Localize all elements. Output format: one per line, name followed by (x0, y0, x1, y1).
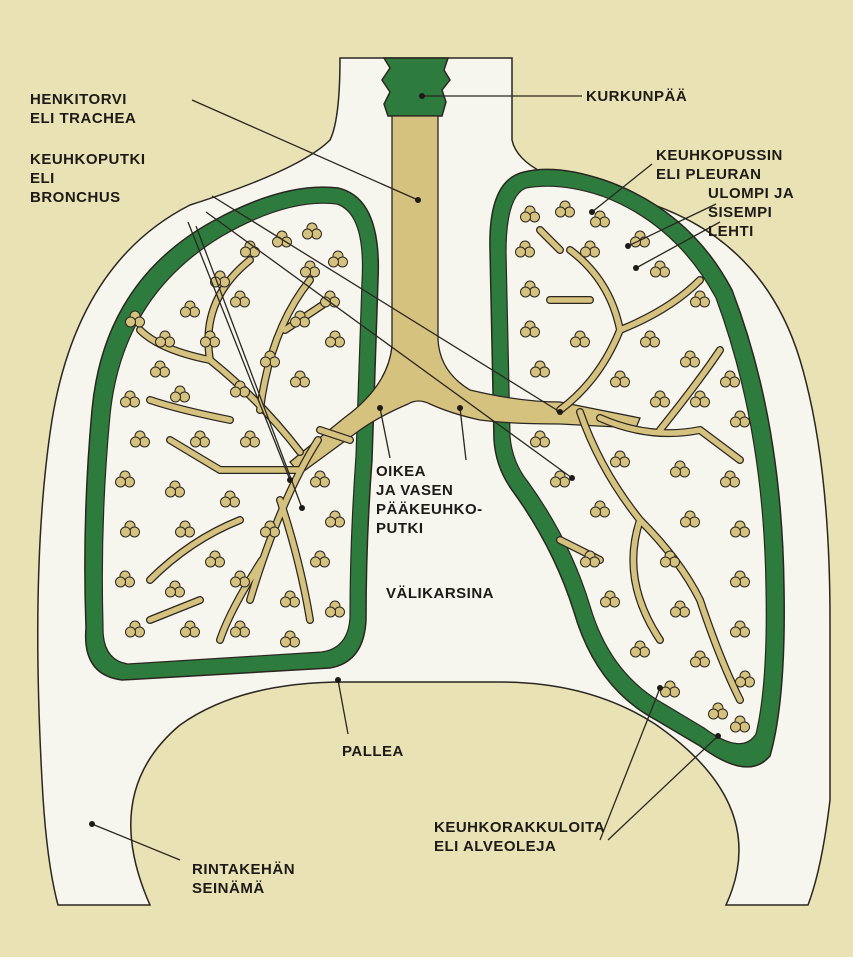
label-bronchus-line-2: ELI (30, 169, 146, 188)
label-bronchus-line-1: KEUHKOPUTKI (30, 150, 146, 169)
label-pleura-line-2: ELI PLEURAN (656, 165, 794, 184)
label-chest-wall-line-1: RINTAKEHÄN (192, 860, 295, 879)
label-trachea-line-2: ELI TRACHEA (30, 109, 136, 128)
label-diaphragm: PALLEA (342, 742, 404, 761)
label-pleura-line-4: SISEMPI (656, 203, 794, 222)
label-bronchus-line-3: BRONCHUS (30, 188, 146, 207)
label-main-bronchi-line-4: PUTKI (376, 519, 483, 538)
label-pleura-line-5: LEHTI (656, 222, 794, 241)
label-main-bronchi-line-1: OIKEA (376, 462, 483, 481)
label-pleura-line-3: ULOMPI JA (656, 184, 794, 203)
label-larynx: KURKUNPÄÄ (586, 87, 687, 106)
label-main-bronchi-line-3: PÄÄKEUHKO- (376, 500, 483, 519)
label-mediastinum: VÄLIKARSINA (386, 584, 494, 603)
label-pleura-line-1: KEUHKOPUSSIN (656, 146, 794, 165)
label-trachea: HENKITORVI ELI TRACHEA (30, 90, 136, 128)
label-pleura: KEUHKOPUSSIN ELI PLEURAN ULOMPI JA SISEM… (656, 146, 794, 241)
label-alveoli: KEUHKORAKKULOITA ELI ALVEOLEJA (434, 818, 605, 856)
label-chest-wall: RINTAKEHÄN SEINÄMÄ (192, 860, 295, 898)
label-alveoli-line-1: KEUHKORAKKULOITA (434, 818, 605, 837)
label-main-bronchi-line-2: JA VASEN (376, 481, 483, 500)
label-trachea-line-1: HENKITORVI (30, 90, 136, 109)
label-alveoli-line-2: ELI ALVEOLEJA (434, 837, 605, 856)
label-chest-wall-line-2: SEINÄMÄ (192, 879, 295, 898)
label-main-bronchi: OIKEA JA VASEN PÄÄKEUHKO- PUTKI (376, 462, 483, 538)
larynx (382, 58, 450, 116)
label-bronchus: KEUHKOPUTKI ELI BRONCHUS (30, 150, 146, 207)
